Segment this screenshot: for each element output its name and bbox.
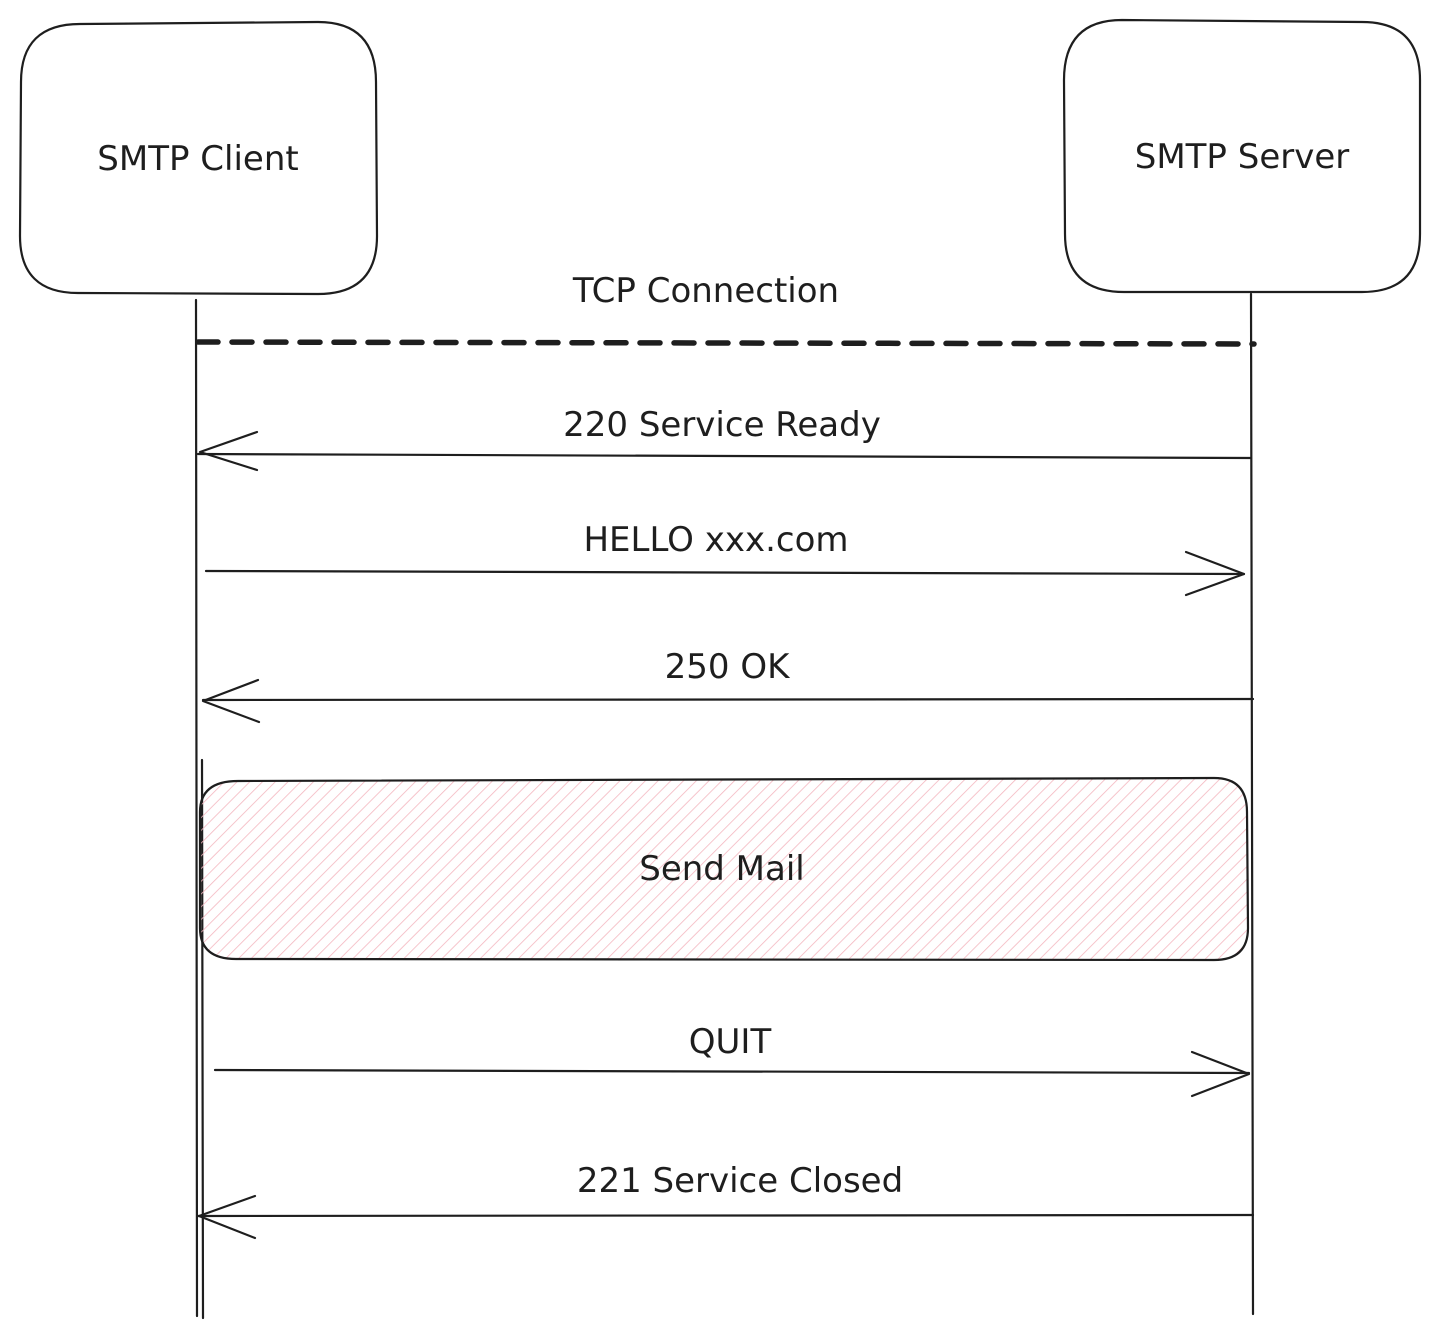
arrow-right-icon — [1190, 1050, 1251, 1098]
message-250-ok[interactable]: 250 OK — [201, 647, 1255, 724]
message-quit[interactable]: QUIT — [213, 1022, 1251, 1098]
arrow-line — [201, 697, 1255, 702]
message-label: HELLO xxx.com — [583, 520, 848, 560]
message-label: 250 OK — [665, 647, 791, 687]
arrow-left-icon — [201, 678, 261, 724]
message-221-service-closed[interactable]: 221 Service Closed — [196, 1161, 1255, 1240]
message-hello[interactable]: HELLO xxx.com — [204, 520, 1246, 597]
message-220-service-ready[interactable]: 220 Service Ready — [196, 405, 1253, 472]
tcp-connection-label: TCP Connection — [572, 271, 839, 311]
participant-server-label: SMTP Server — [1135, 137, 1350, 177]
tcp-connection: TCP Connection — [195, 271, 1257, 347]
participant-client-label: SMTP Client — [97, 139, 298, 179]
message-label: QUIT — [689, 1022, 772, 1062]
arrow-line — [213, 1068, 1251, 1075]
message-label: 221 Service Closed — [577, 1161, 903, 1201]
tcp-connection-dashed-line — [195, 339, 1257, 347]
participant-client[interactable]: SMTP Client — [18, 20, 379, 296]
arrow-line — [196, 452, 1253, 460]
send-mail-block[interactable]: Send Mail — [198, 776, 1250, 962]
arrow-line — [196, 1213, 1255, 1218]
arrow-right-icon — [1184, 550, 1246, 597]
message-label: 220 Service Ready — [563, 405, 881, 445]
participant-server[interactable]: SMTP Server — [1062, 18, 1422, 294]
lifeline-server — [1249, 292, 1255, 1316]
arrow-line — [204, 569, 1246, 576]
arrow-left-icon — [198, 430, 259, 472]
send-mail-label: Send Mail — [639, 849, 805, 889]
arrow-left-icon — [197, 1194, 257, 1240]
